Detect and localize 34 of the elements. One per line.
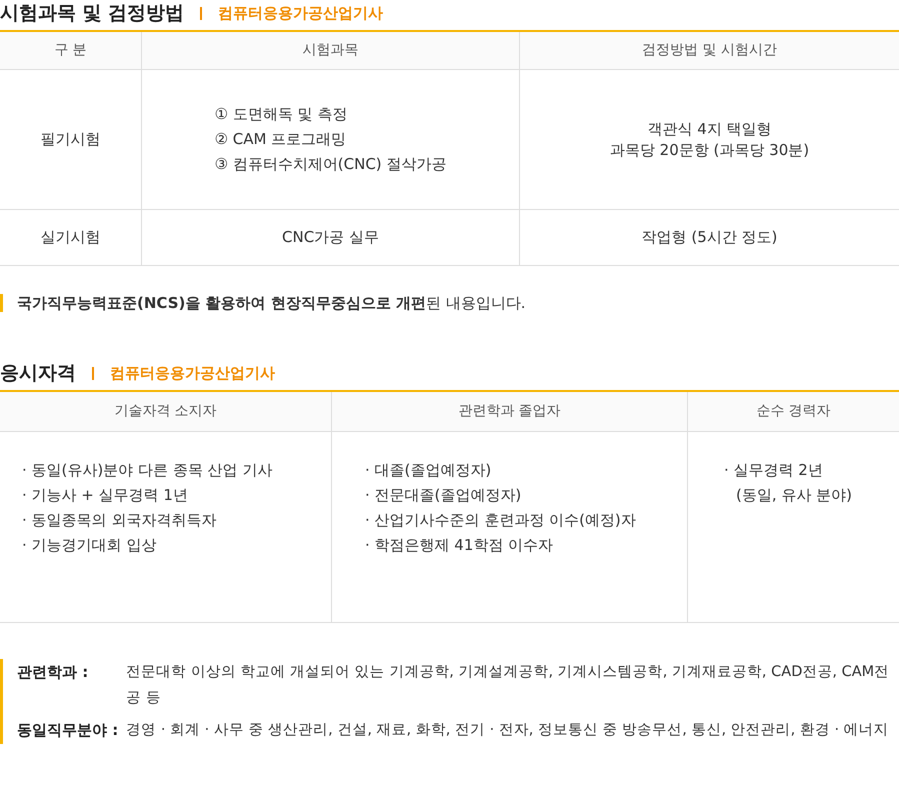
list-item: · 동일(유사)분야 다른 종목 산업 기사 (22, 460, 272, 481)
list-item: · 실무경력 2년 (724, 460, 823, 481)
column-header: 기술자격 소지자 (114, 402, 217, 421)
list-item: ③ 컴퓨터수치제어(CNC) 절삭가공 (214, 154, 446, 175)
note-text: 국가직무능력표준(NCS)을 활용하여 현장직무중심으로 개편된 내용입니다. (17, 294, 526, 312)
list-item: · 기능사 + 실무경력 1년 (22, 485, 188, 506)
column-header: 관련학과 졸업자 (458, 402, 561, 421)
list-item: · 전문대졸(졸업예정자) (365, 485, 522, 506)
list-item: ② CAM 프로그래밍 (214, 129, 346, 150)
table-text: 과목당 20문항 (과목당 30분) (610, 140, 810, 160)
table-text: 객관식 4지 택일형 (647, 118, 772, 140)
table-text: CNC가공 실무 (282, 227, 379, 248)
table-text: 필기시험 (40, 129, 100, 150)
list-item: · 산업기사수준의 훈련과정 이수(예정)자 (365, 510, 636, 531)
note-label: 관련학과 : (17, 662, 90, 683)
list-item: · 기능경기대회 입상 (22, 535, 156, 556)
column-header: 검정방법 및 시험시간 (642, 40, 777, 60)
note-text: 전문대학 이상의 학교에 개설되어 있는 기계공학, 기계설계공학, 기계시스템공학, 기계재료공학, CAD전공, CAM전공 등 (126, 663, 890, 708)
list-item: ① 도면해독 및 측정 (214, 104, 348, 125)
column-header: 구 분 (54, 40, 87, 60)
column-header: 순수 경력자 (756, 402, 831, 421)
list-item: (동일, 유사 분야) (735, 485, 852, 506)
section-subtitle: 컴퓨터응용가공산업기사 (218, 4, 384, 22)
section-subtitle: 컴퓨터응용가공산업기사 (110, 364, 275, 382)
section-heading: 시험과목 및 검정방법 (0, 1, 184, 26)
table-text: 실기시험 (40, 227, 100, 248)
column-header: 시험과목 (302, 40, 358, 60)
note-label: 동일직무분야 : (17, 720, 118, 742)
note-text: 경영 · 회계 · 사무 중 생산관리, 건설, 재료, 화학, 전기 · 전자, 정보통신 중 방송무선, 통신, 안전관리, 환경 · 에너지 (126, 721, 890, 740)
section-heading: 응시자격 (0, 361, 76, 386)
list-item: · 동일종목의 외국자격취득자 (22, 510, 216, 531)
table-text: 작업형 (5시간 정도) (642, 227, 778, 248)
list-item: · 대졸(졸업예정자) (365, 460, 492, 481)
list-item: · 학점은행제 41학점 이수자 (365, 535, 554, 556)
